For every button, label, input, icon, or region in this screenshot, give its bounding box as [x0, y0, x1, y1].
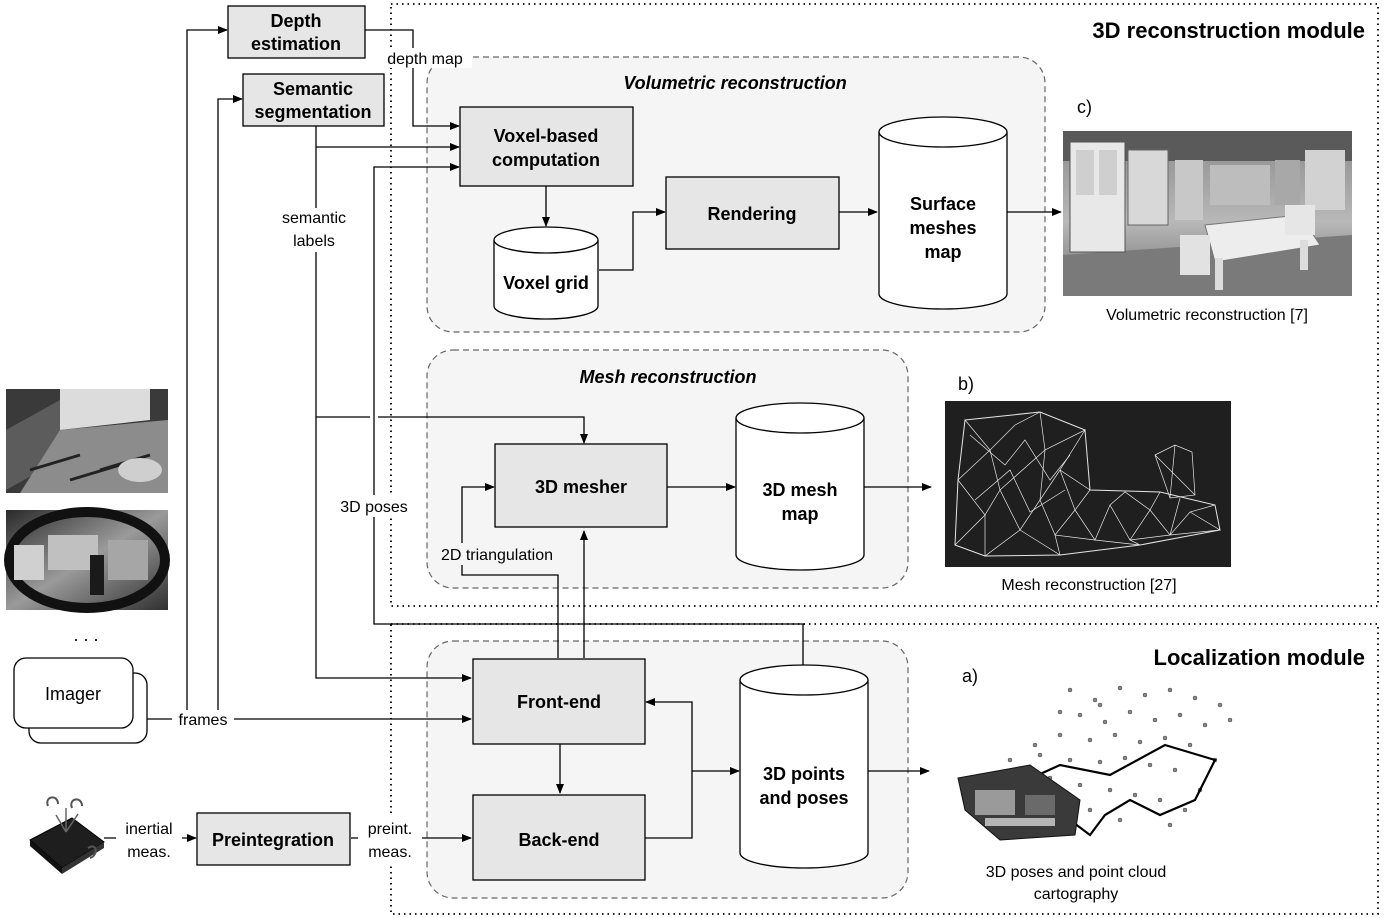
surface-meshes-map-label-2: meshes [909, 218, 976, 238]
inertial-meas-label-2: meas. [127, 844, 171, 861]
voxel-computation-node: Voxel-based computation [459, 106, 634, 187]
frames-label: frames [179, 712, 228, 729]
frontend-label: Front-end [517, 692, 601, 712]
poses-3d-edge [373, 163, 804, 667]
reconstruction-module-title: 3D reconstruction module [1092, 18, 1365, 43]
rendering-node: Rendering [665, 176, 840, 250]
depth-estimation-label-1: Depth [271, 11, 322, 31]
depth-map-edge [365, 29, 460, 130]
surface-meshes-map-label-1: Surface [910, 194, 976, 214]
result-a-caption-2: cartography [1034, 886, 1119, 903]
semantic-segmentation-node: Semantic segmentation [242, 73, 385, 127]
point-cloud-image [957, 685, 1233, 841]
result-c-tag: c) [1077, 97, 1092, 117]
camera-frame-thumbnail-2 [4, 507, 170, 613]
inertial-meas-label-1: inertial [125, 821, 172, 838]
points-and-poses-label-1: 3D points [763, 764, 845, 784]
voxel-grid-node: Voxel grid [493, 226, 599, 320]
semantic-labels-label-1: semantic [282, 210, 346, 227]
camera-frame-thumbnail-1 [6, 389, 168, 493]
reconstruction-module-boundary [390, 3, 1379, 607]
result-b-tag: b) [958, 374, 974, 394]
voxel-computation-label-2: computation [492, 150, 600, 170]
semantic-labels-edge [315, 126, 472, 682]
volumetric-reconstruction-image [1063, 131, 1352, 296]
mesh-map-label-2: map [781, 504, 818, 524]
depth-estimation-node: Depth estimation [227, 5, 366, 59]
points-and-poses-label-2: and poses [759, 788, 848, 808]
depth-estimation-label-2: estimation [251, 34, 341, 54]
depth-map-label: depth map [387, 51, 463, 68]
mesh-map-node: 3D mesh map [735, 402, 865, 571]
mesh-reconstruction-image [945, 401, 1231, 567]
preintegration-node: Preintegration [196, 812, 351, 866]
poses-3d-label: 3D poses [340, 499, 408, 516]
rendering-label: Rendering [707, 204, 796, 224]
mesher-node: 3D mesher [494, 443, 668, 528]
backend-label: Back-end [518, 830, 599, 850]
voxel-computation-label-1: Voxel-based [494, 126, 599, 146]
result-b-caption: Mesh reconstruction [27] [1001, 577, 1176, 594]
triangulation-2d-edge [461, 483, 559, 658]
mesher-label: 3D mesher [535, 477, 627, 497]
semantic-segmentation-label-1: Semantic [273, 79, 353, 99]
semantic-to-mesher-edge [316, 416, 584, 443]
frames-to-semantic-edge [217, 95, 243, 719]
surface-meshes-map-node: Surface meshes map [878, 116, 1008, 310]
result-a-caption-1: 3D poses and point cloud [986, 864, 1167, 881]
frontend-node: Front-end [472, 658, 646, 745]
imager-node: Imager [13, 657, 148, 744]
grid-to-rendering-edge [599, 208, 666, 271]
result-c-caption: Volumetric reconstruction [7] [1106, 307, 1308, 324]
result-a-tag: a) [962, 666, 978, 686]
imager-label: Imager [45, 684, 101, 704]
mesh-group-title: Mesh reconstruction [579, 367, 756, 387]
preint-meas-label-1: preint. [368, 821, 412, 838]
preintegration-label: Preintegration [212, 830, 334, 850]
imu-sensor-icon [29, 796, 105, 874]
volumetric-group-title: Volumetric reconstruction [623, 73, 846, 93]
more-frames-ellipsis: . . . [73, 625, 98, 645]
semantic-labels-label-2: labels [293, 233, 335, 250]
mesh-map-label-1: 3D mesh [762, 480, 837, 500]
backend-to-frontend-edge [645, 698, 693, 839]
surface-meshes-map-label-3: map [924, 242, 961, 262]
points-and-poses-node: 3D points and poses [739, 664, 869, 869]
voxel-grid-label: Voxel grid [503, 273, 589, 293]
triangulation-2d-label: 2D triangulation [441, 547, 553, 564]
localization-module-boundary [390, 623, 1379, 915]
semantic-segmentation-label-2: segmentation [254, 102, 371, 122]
preint-meas-label-2: meas. [368, 844, 412, 861]
backend-node: Back-end [472, 794, 646, 881]
frames-to-depth-edge [186, 26, 228, 719]
localization-module-title: Localization module [1154, 645, 1365, 670]
